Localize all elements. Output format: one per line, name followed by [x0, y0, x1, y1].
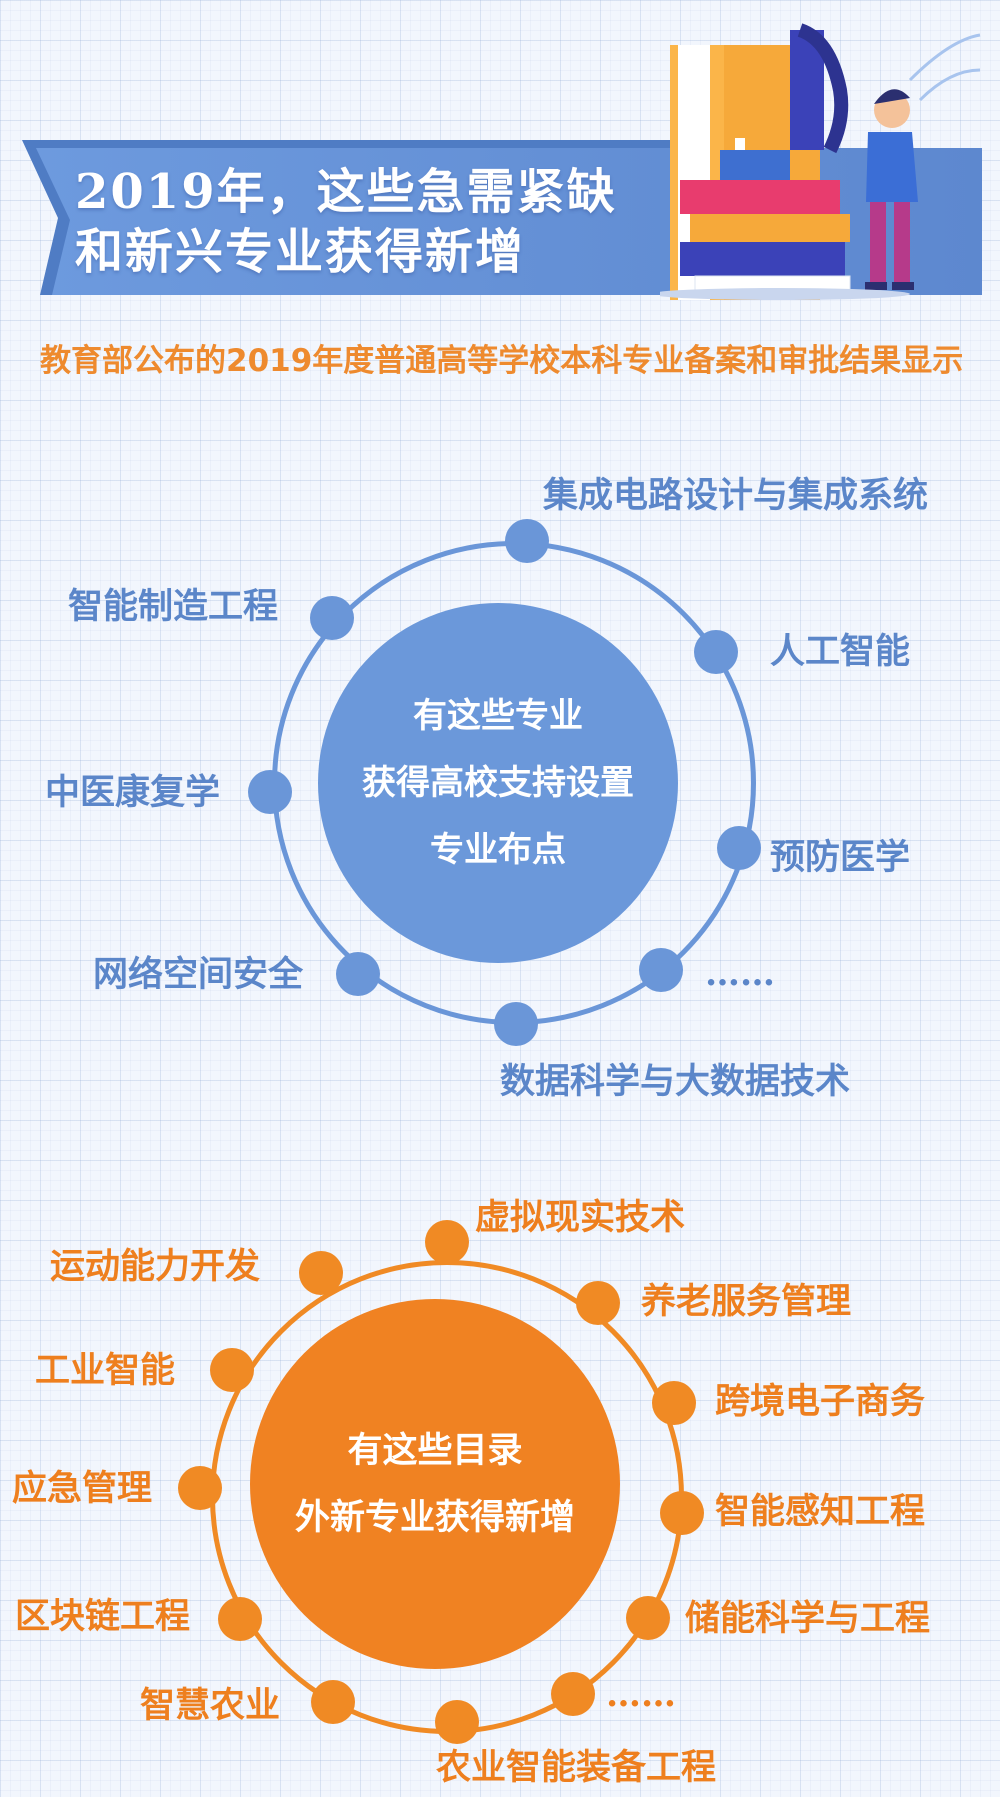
blue-label-4: …… — [705, 953, 775, 994]
orange-center-circle: 有这些目录 外新专业获得新增 — [250, 1299, 620, 1669]
page-title-line-2: 和新兴专业获得新增 — [75, 224, 526, 280]
orange-label-5: 储能科学与工程 — [685, 1598, 931, 1639]
blue-label-6: 网络空间安全 — [93, 954, 304, 995]
blue-label-1: 集成电路设计与集成系统 — [543, 475, 929, 516]
blue-center-line-2: 获得高校支持设置 — [362, 762, 634, 803]
orange-dot-3 — [652, 1381, 696, 1425]
orange-label-2: 养老服务管理 — [641, 1281, 852, 1322]
blue-dot-5 — [494, 1002, 538, 1046]
orange-label-6: …… — [606, 1674, 676, 1715]
blue-dot-6 — [336, 952, 380, 996]
page-title-line-1: 2019年，这些急需紧缺 — [75, 164, 617, 220]
orange-dot-4 — [660, 1491, 704, 1535]
books-and-reader-illustration — [660, 23, 981, 300]
orange-center-line-2: 外新专业获得新增 — [294, 1497, 575, 1538]
orange-label-10: 应急管理 — [12, 1468, 153, 1509]
blue-label-2: 人工智能 — [770, 631, 911, 672]
blue-dot-4 — [639, 948, 683, 992]
orange-center-line-1: 有这些目录 — [347, 1430, 523, 1471]
orange-dot-2 — [576, 1281, 620, 1325]
orange-dot-11 — [210, 1348, 254, 1392]
orange-label-1: 虚拟现实技术 — [475, 1197, 686, 1238]
orange-dot-6 — [551, 1672, 595, 1716]
blue-dot-1 — [505, 519, 549, 563]
blue-center-circle: 有这些专业 获得高校支持设置 专业布点 — [318, 603, 678, 963]
blue-label-5: 数据科学与大数据技术 — [500, 1061, 851, 1102]
orange-dot-1 — [425, 1220, 469, 1264]
blue-label-3: 预防医学 — [770, 837, 911, 878]
blue-label-8: 智能制造工程 — [68, 586, 279, 627]
header-banner: 2019年，这些急需紧缺 和新兴专业获得新增 — [0, 0, 1000, 300]
orange-label-8: 智慧农业 — [140, 1685, 281, 1726]
blue-center-line-3: 专业布点 — [430, 829, 566, 870]
blue-dot-8 — [310, 596, 354, 640]
blue-label-7: 中医康复学 — [45, 772, 221, 813]
orange-dot-5 — [626, 1596, 670, 1640]
orange-label-9: 区块链工程 — [15, 1596, 191, 1637]
orange-dot-10 — [178, 1466, 222, 1510]
orange-label-12: 运动能力开发 — [50, 1246, 261, 1287]
orange-dot-7 — [435, 1700, 479, 1744]
orange-dot-12 — [299, 1251, 343, 1295]
orange-label-4: 智能感知工程 — [715, 1491, 926, 1532]
orange-dot-9 — [218, 1597, 262, 1641]
intro-text: 教育部公布的2019年度普通高等学校本科专业备案和审批结果显示 — [40, 343, 964, 379]
orange-label-3: 跨境电子商务 — [715, 1381, 926, 1422]
orange-label-7: 农业智能装备工程 — [436, 1747, 717, 1788]
blue-dot-3 — [717, 826, 761, 870]
orange-dot-8 — [311, 1680, 355, 1724]
orange-label-11: 工业智能 — [35, 1350, 176, 1391]
blue-dot-2 — [694, 630, 738, 674]
blue-center-line-1: 有这些专业 — [413, 695, 583, 736]
blue-dot-7 — [248, 770, 292, 814]
